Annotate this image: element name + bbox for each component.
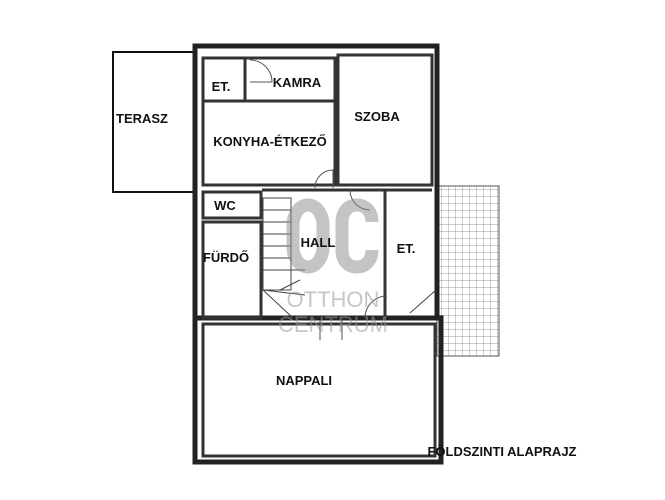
watermark-logo-c — [335, 198, 379, 274]
label-et-right: ET. — [397, 241, 416, 256]
label-terasz: TERASZ — [116, 111, 168, 126]
watermark-logo — [286, 198, 379, 274]
label-wc: WC — [214, 198, 236, 213]
label-furdo: FÜRDŐ — [203, 250, 249, 265]
label-kamra: KAMRA — [273, 75, 322, 90]
label-szoba: SZOBA — [354, 109, 400, 124]
outer-wall-lower — [192, 315, 444, 465]
label-konyha: KONYHA-ÉTKEZŐ — [213, 134, 326, 149]
interior-walls — [201, 53, 437, 458]
label-nappali: NAPPALI — [276, 373, 332, 388]
label-hall: HALL — [301, 235, 336, 250]
plan-title: FÖLDSZINTI ALAPRAJZ — [427, 444, 576, 459]
watermark-line2: CENTRUM — [278, 312, 388, 337]
watermark-line1: OTTHON — [287, 287, 380, 312]
label-et-small: ET. — [212, 79, 231, 94]
watermark-logo-o — [286, 198, 330, 274]
tiled-terrace — [436, 185, 500, 357]
